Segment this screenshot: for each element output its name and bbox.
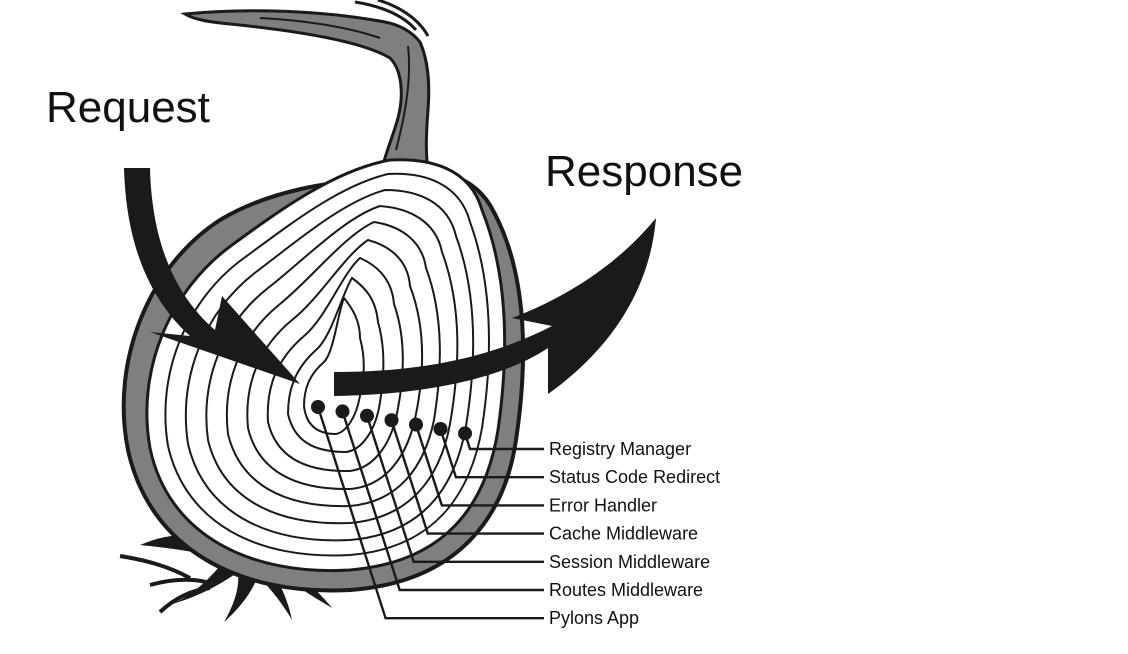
response-arrow [334,218,656,396]
leader-line [414,424,544,507]
onion-stem [180,0,432,184]
response-label: Response [545,147,743,196]
layer-dot [384,413,399,428]
layer-label: Cache Middleware [549,524,698,544]
layer-dot [409,417,423,432]
layer-label: Registry Manager [549,439,691,459]
layer-label: Pylons App [549,608,639,628]
onion-roots [119,534,332,622]
layer-dot [360,408,374,423]
layer-label: Routes Middleware [549,580,703,600]
layer-dot [458,426,472,441]
layer-dot [335,404,350,419]
layer-label: Session Middleware [549,552,710,572]
request-arrow [124,168,300,384]
leader-line [316,406,544,620]
leader-line [390,419,544,535]
layer-label: Error Handler [549,495,657,515]
layer-dot [311,400,325,414]
request-label: Request [46,83,210,132]
onion-rings [164,172,491,557]
leader-line [365,415,544,563]
leader-line [439,428,544,479]
layer-dot [433,422,448,436]
layer-label: Status Code Redirect [549,467,720,487]
leader-line [341,411,544,592]
